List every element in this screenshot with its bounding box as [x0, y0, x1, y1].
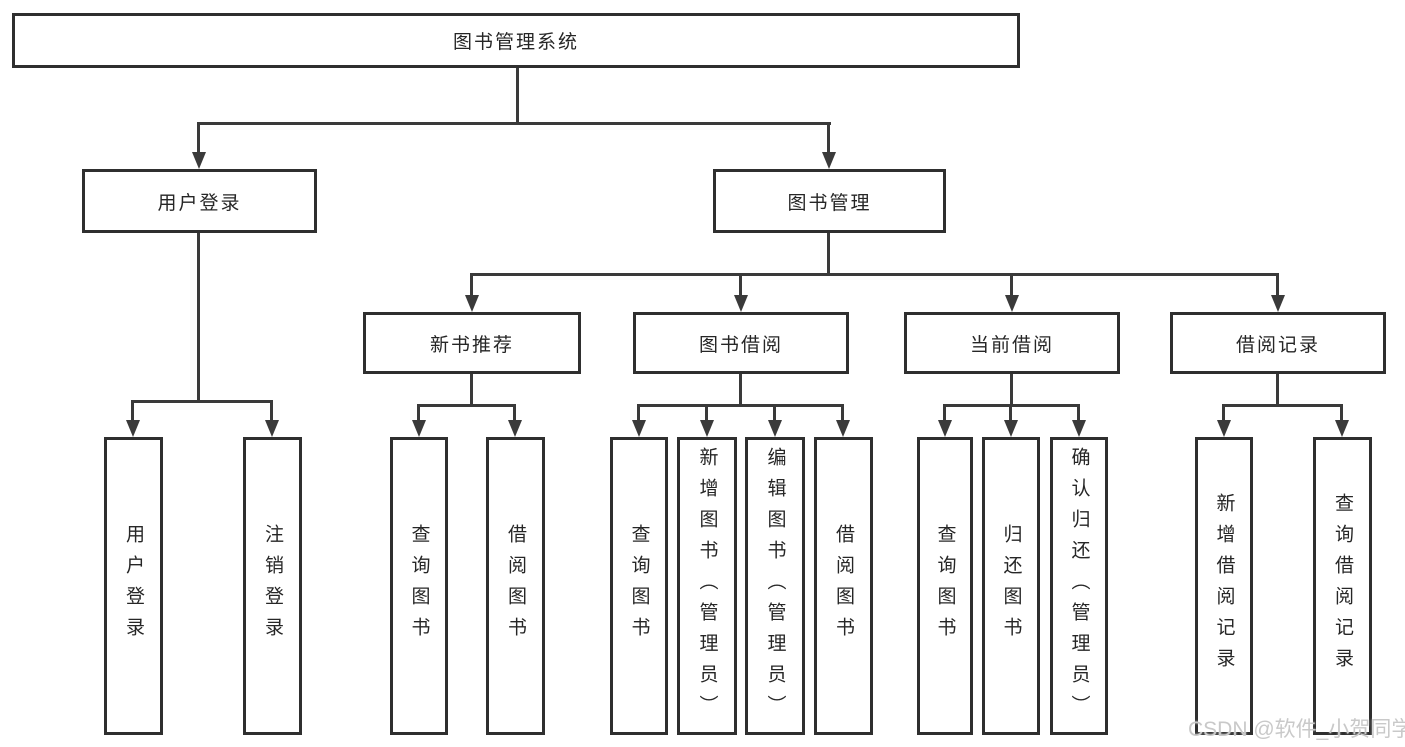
leaf-label: 借阅图书 — [833, 524, 854, 648]
connector-vline — [417, 404, 420, 422]
node-label: 借阅记录 — [1235, 334, 1320, 356]
leaf-bb-borrow-books: 借阅图书 — [814, 437, 873, 735]
connector-vline — [197, 233, 200, 403]
connector-hline — [1222, 404, 1343, 407]
connector-vline — [1276, 374, 1279, 407]
leaf-logout: 注销登录 — [243, 437, 302, 735]
leaf-nbr-query-books: 查询图书 — [390, 437, 448, 735]
leaf-user-login: 用户登录 — [104, 437, 163, 735]
leaf-nbr-borrow-books: 借阅图书 — [486, 437, 545, 735]
leaf-bb-query-books: 查询图书 — [610, 437, 668, 735]
connector-vline — [637, 404, 640, 422]
connector-vline — [827, 233, 830, 276]
connector-vline — [1009, 404, 1012, 422]
connector-vline — [1010, 273, 1013, 297]
connector-vline — [739, 273, 742, 297]
connector-vline — [1340, 404, 1343, 422]
leaf-br-add-record: 新增借阅记录 — [1195, 437, 1253, 735]
arrow-down-icon — [1072, 420, 1086, 437]
leaf-cb-confirm-return-admin: 确认归还（管理员） — [1050, 437, 1108, 735]
arrow-down-icon — [700, 420, 714, 437]
connector-vline — [943, 404, 946, 422]
leaf-label: 确认归还（管理员） — [1068, 446, 1090, 726]
arrow-down-icon — [1004, 420, 1018, 437]
connector-vline — [1222, 404, 1225, 422]
leaf-br-query-record: 查询借阅记录 — [1313, 437, 1372, 735]
leaf-label: 注销登录 — [262, 524, 283, 648]
node-user-login: 用户登录 — [82, 169, 317, 233]
connector-vline — [470, 374, 473, 407]
leaf-label: 查询借阅记录 — [1332, 493, 1353, 679]
arrow-down-icon — [768, 420, 782, 437]
node-label: 图书借阅 — [698, 334, 783, 356]
connector-hline — [417, 404, 516, 407]
node-current-borrowing: 当前借阅 — [904, 312, 1120, 374]
node-book-management: 图书管理 — [713, 169, 946, 233]
arrow-down-icon — [126, 420, 140, 437]
leaf-label: 编辑图书（管理员） — [764, 446, 786, 726]
connector-vline — [270, 400, 273, 422]
connector-vline — [131, 400, 134, 422]
node-label: 当前借阅 — [969, 334, 1054, 356]
connector-vline — [516, 68, 519, 125]
connector-hline — [131, 400, 273, 403]
connector-vline — [1010, 374, 1013, 407]
node-library-system: 图书管理系统 — [12, 13, 1020, 68]
node-label: 用户登录 — [157, 192, 242, 214]
arrow-down-icon — [1005, 295, 1019, 312]
watermark: CSDN @软件_小贺同学 — [1188, 718, 1405, 741]
arrow-down-icon — [938, 420, 952, 437]
connector-hline — [470, 273, 1279, 276]
arrow-down-icon — [1217, 420, 1231, 437]
leaf-label: 查询图书 — [628, 524, 650, 648]
leaf-label: 借阅图书 — [505, 524, 526, 648]
arrow-down-icon — [632, 420, 646, 437]
arrow-down-icon — [836, 420, 850, 437]
connector-vline — [470, 273, 473, 297]
arrow-down-icon — [192, 152, 206, 169]
node-book-borrowing: 图书借阅 — [633, 312, 849, 374]
leaf-label: 新增借阅记录 — [1213, 493, 1235, 679]
leaf-label: 用户登录 — [123, 524, 144, 648]
node-borrowing-records: 借阅记录 — [1170, 312, 1386, 374]
node-label: 图书管理 — [787, 192, 872, 214]
arrow-down-icon — [508, 420, 522, 437]
arrow-down-icon — [412, 420, 426, 437]
arrow-down-icon — [1335, 420, 1349, 437]
connector-vline — [739, 374, 742, 407]
leaf-bb-edit-books-admin: 编辑图书（管理员） — [745, 437, 805, 735]
arrow-down-icon — [1271, 295, 1285, 312]
connector-vline — [841, 404, 844, 422]
connector-hline — [637, 404, 844, 407]
connector-vline — [773, 404, 776, 422]
connector-vline — [827, 122, 830, 154]
leaf-cb-return-books: 归还图书 — [982, 437, 1040, 735]
leaf-label: 查询图书 — [934, 524, 956, 648]
leaf-label: 查询图书 — [408, 524, 430, 648]
arrow-down-icon — [734, 295, 748, 312]
leaf-label: 归还图书 — [1000, 524, 1022, 648]
leaf-label: 新增图书（管理员） — [696, 446, 718, 726]
connector-hline — [197, 122, 831, 125]
node-label: 图书管理系统 — [452, 32, 579, 53]
arrow-down-icon — [265, 420, 279, 437]
connector-vline — [1276, 273, 1279, 297]
connector-vline — [197, 122, 200, 154]
connector-vline — [705, 404, 708, 422]
connector-vline — [1077, 404, 1080, 422]
arrow-down-icon — [465, 295, 479, 312]
node-new-book-recommend: 新书推荐 — [363, 312, 581, 374]
connector-vline — [513, 404, 516, 422]
arrow-down-icon — [822, 152, 836, 169]
leaf-bb-add-books-admin: 新增图书（管理员） — [677, 437, 737, 735]
node-label: 新书推荐 — [429, 334, 514, 356]
leaf-cb-query-books: 查询图书 — [917, 437, 973, 735]
